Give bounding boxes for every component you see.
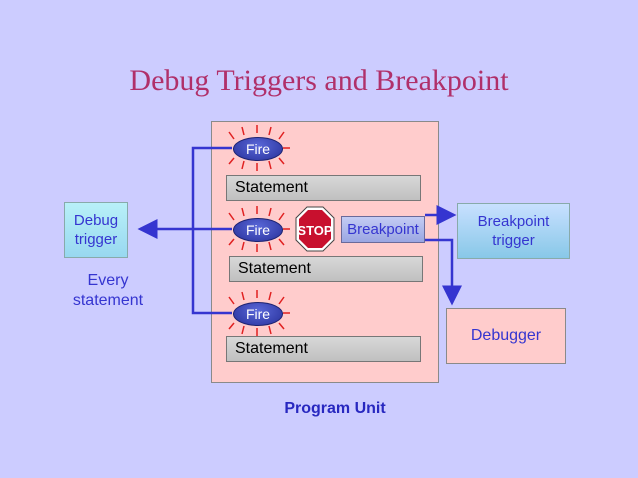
every-statement-label: Every statement [66,271,150,311]
stop-sign-text: STOP [297,223,332,238]
fire-2: Fire [233,218,283,242]
debug-trigger-box: Debug trigger [64,202,128,258]
fire-1: Fire [233,137,283,161]
every-statement-line2: statement [72,292,144,309]
breakpoint-trigger-line1: Breakpoint [477,213,550,230]
stop-sign-icon: STOP [295,206,335,252]
statement-2: Statement [229,256,423,282]
breakpoint-trigger-box: Breakpoint trigger [457,203,570,259]
breakpoint-trigger-line2: trigger [492,232,535,249]
every-statement-line1: Every [87,272,129,289]
breakpoint-label: Breakpoint [341,216,425,243]
fire-burst-3 [223,290,290,336]
fire-to-debug-trigger-arrow [137,146,232,315]
breakpoint-to-debugger-arrow [425,238,462,306]
debug-trigger-line1: Debug [73,212,119,229]
debug-trigger-line2: trigger [74,231,118,248]
program-unit-label: Program Unit [284,400,386,417]
statement-3: Statement [226,336,421,362]
statement-1: Statement [226,175,421,201]
debugger-box: Debugger [446,308,566,364]
fire-burst-1 [223,125,290,171]
page-title: Debug Triggers and Breakpoint [129,64,509,97]
fire-3: Fire [233,302,283,326]
